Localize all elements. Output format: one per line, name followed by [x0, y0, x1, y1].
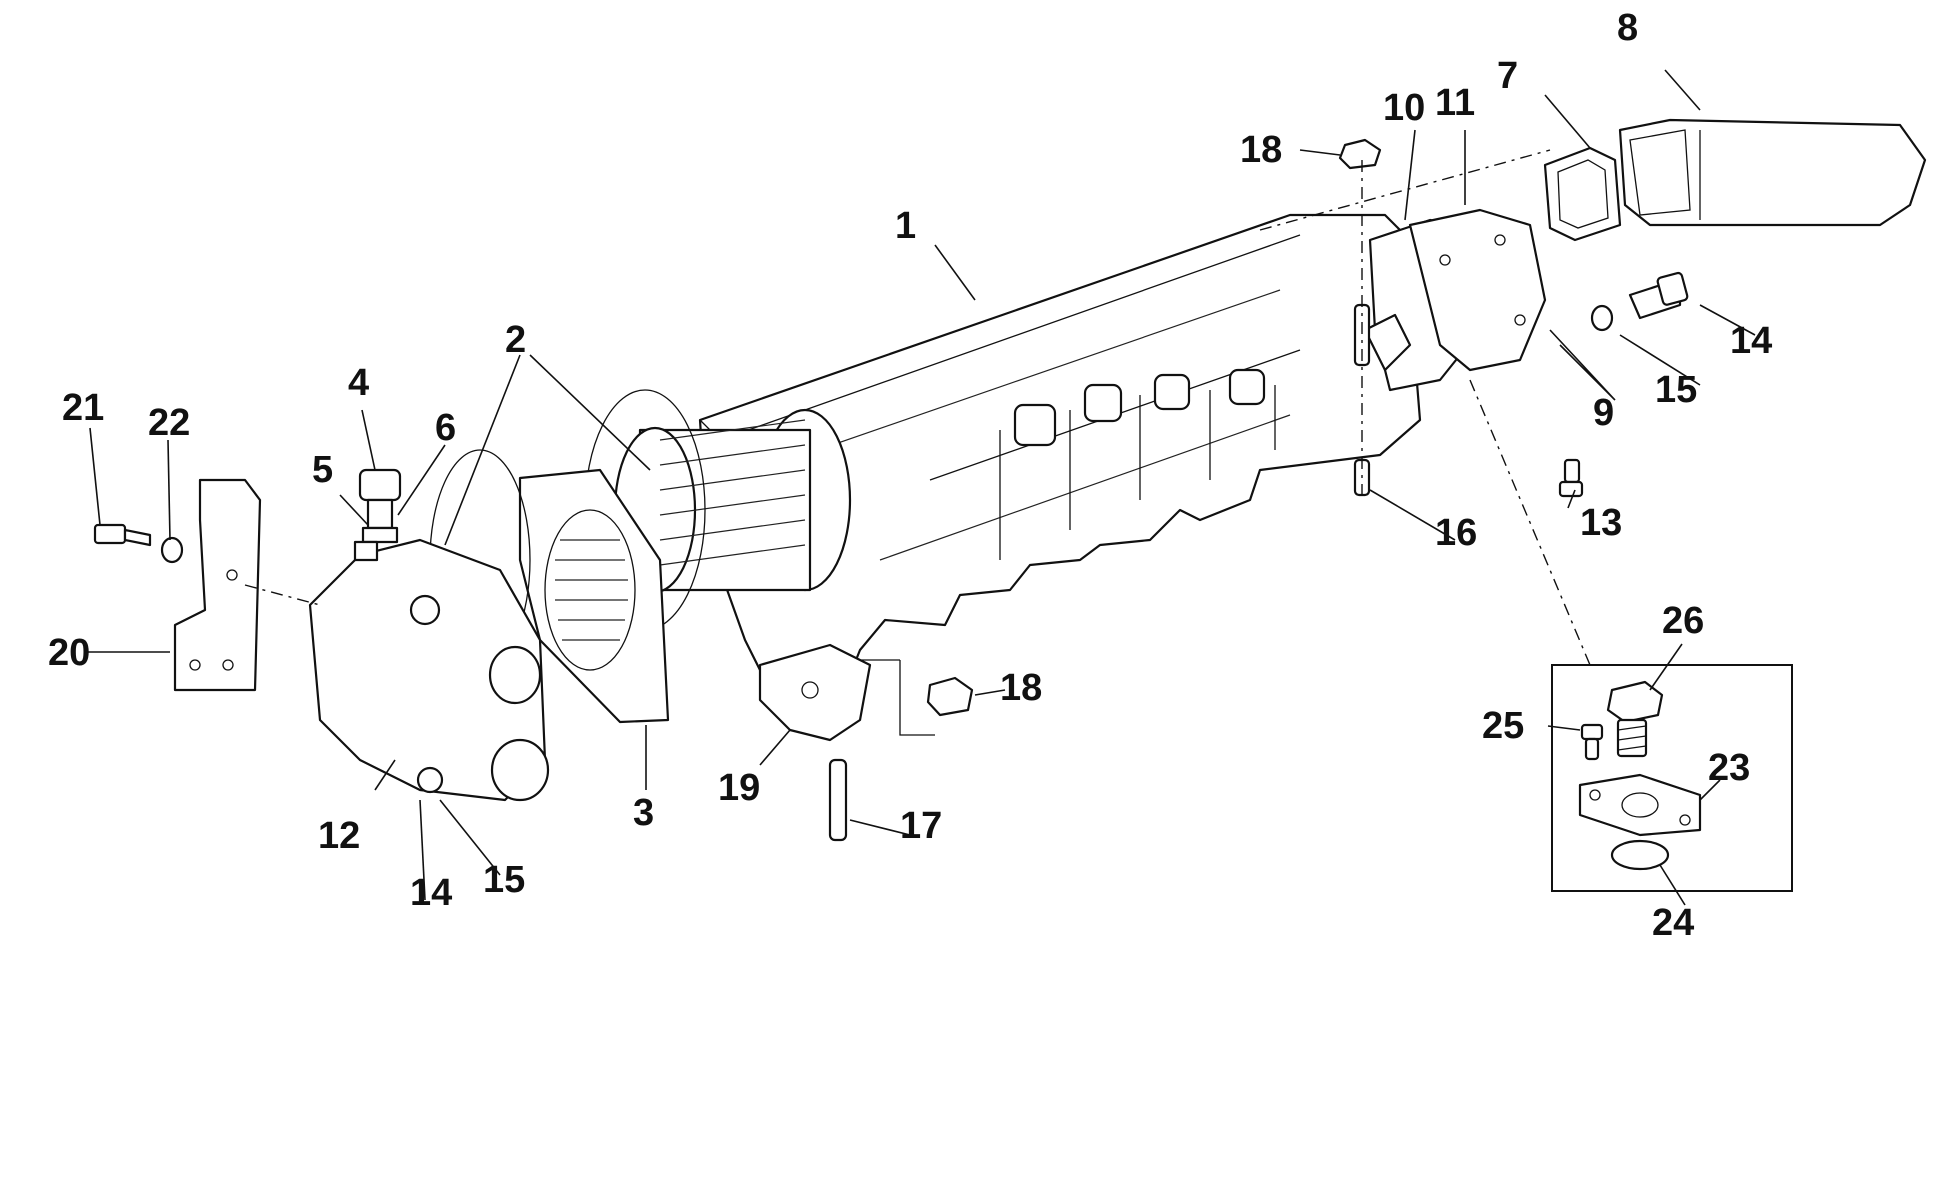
exhaust-elbow — [1618, 118, 1927, 227]
callout-2: 2 — [505, 319, 526, 361]
callout-18b: 18 — [1000, 667, 1042, 709]
callout-21: 21 — [62, 387, 104, 429]
callout-23: 23 — [1708, 747, 1750, 789]
callout-16: 16 — [1435, 512, 1477, 554]
callout-5: 5 — [312, 449, 333, 491]
plug-26 — [1606, 680, 1664, 758]
flange-gasket-7 — [1543, 146, 1622, 242]
filler-cap-assembly — [353, 468, 402, 562]
callout-13: 13 — [1580, 502, 1622, 544]
callout-3: 3 — [633, 792, 654, 834]
callout-14a: 14 — [1730, 320, 1772, 362]
callout-6: 6 — [435, 407, 456, 449]
callout-8: 8 — [1617, 7, 1638, 49]
callout-1: 1 — [895, 205, 916, 247]
mounting-bracket-20 — [93, 478, 321, 692]
callout-25: 25 — [1482, 705, 1524, 747]
callout-7: 7 — [1497, 55, 1518, 97]
bolt-14-right — [1590, 271, 1689, 332]
centerline-detail — [1469, 379, 1591, 666]
callout-labels: 1 2 3 4 5 6 7 8 9 10 11 12 13 14 14 15 1… — [48, 7, 1772, 944]
callout-14b: 14 — [410, 872, 452, 914]
end-cover-12 — [308, 538, 550, 802]
cover-plate-23 — [1578, 773, 1702, 837]
callout-24: 24 — [1652, 902, 1694, 944]
callout-10: 10 — [1383, 87, 1425, 129]
callout-18a: 18 — [1240, 129, 1282, 171]
callout-19: 19 — [718, 767, 760, 809]
callout-15b: 15 — [483, 859, 525, 901]
callout-4: 4 — [348, 362, 369, 404]
callout-12: 12 — [318, 815, 360, 857]
bolt-13 — [1558, 458, 1584, 498]
end-plate-3 — [518, 468, 670, 724]
centerline-upper — [1259, 149, 1551, 231]
exhaust-manifold-body — [698, 208, 1547, 702]
callout-9: 9 — [1593, 392, 1614, 434]
callout-20: 20 — [48, 632, 90, 674]
callout-11: 11 — [1435, 82, 1475, 124]
leader-lines — [88, 69, 1756, 906]
callout-17: 17 — [900, 805, 942, 847]
detail-inset-box — [1551, 664, 1793, 892]
nut-18-top — [1338, 138, 1382, 170]
screw-25 — [1580, 723, 1604, 761]
o-ring-24 — [1610, 839, 1670, 871]
gasket-19 — [758, 643, 872, 742]
stud-17 — [828, 758, 848, 842]
callout-22: 22 — [148, 402, 190, 444]
nut-18-lower — [860, 659, 974, 736]
callout-26: 26 — [1662, 600, 1704, 642]
callout-15a: 15 — [1655, 369, 1697, 411]
